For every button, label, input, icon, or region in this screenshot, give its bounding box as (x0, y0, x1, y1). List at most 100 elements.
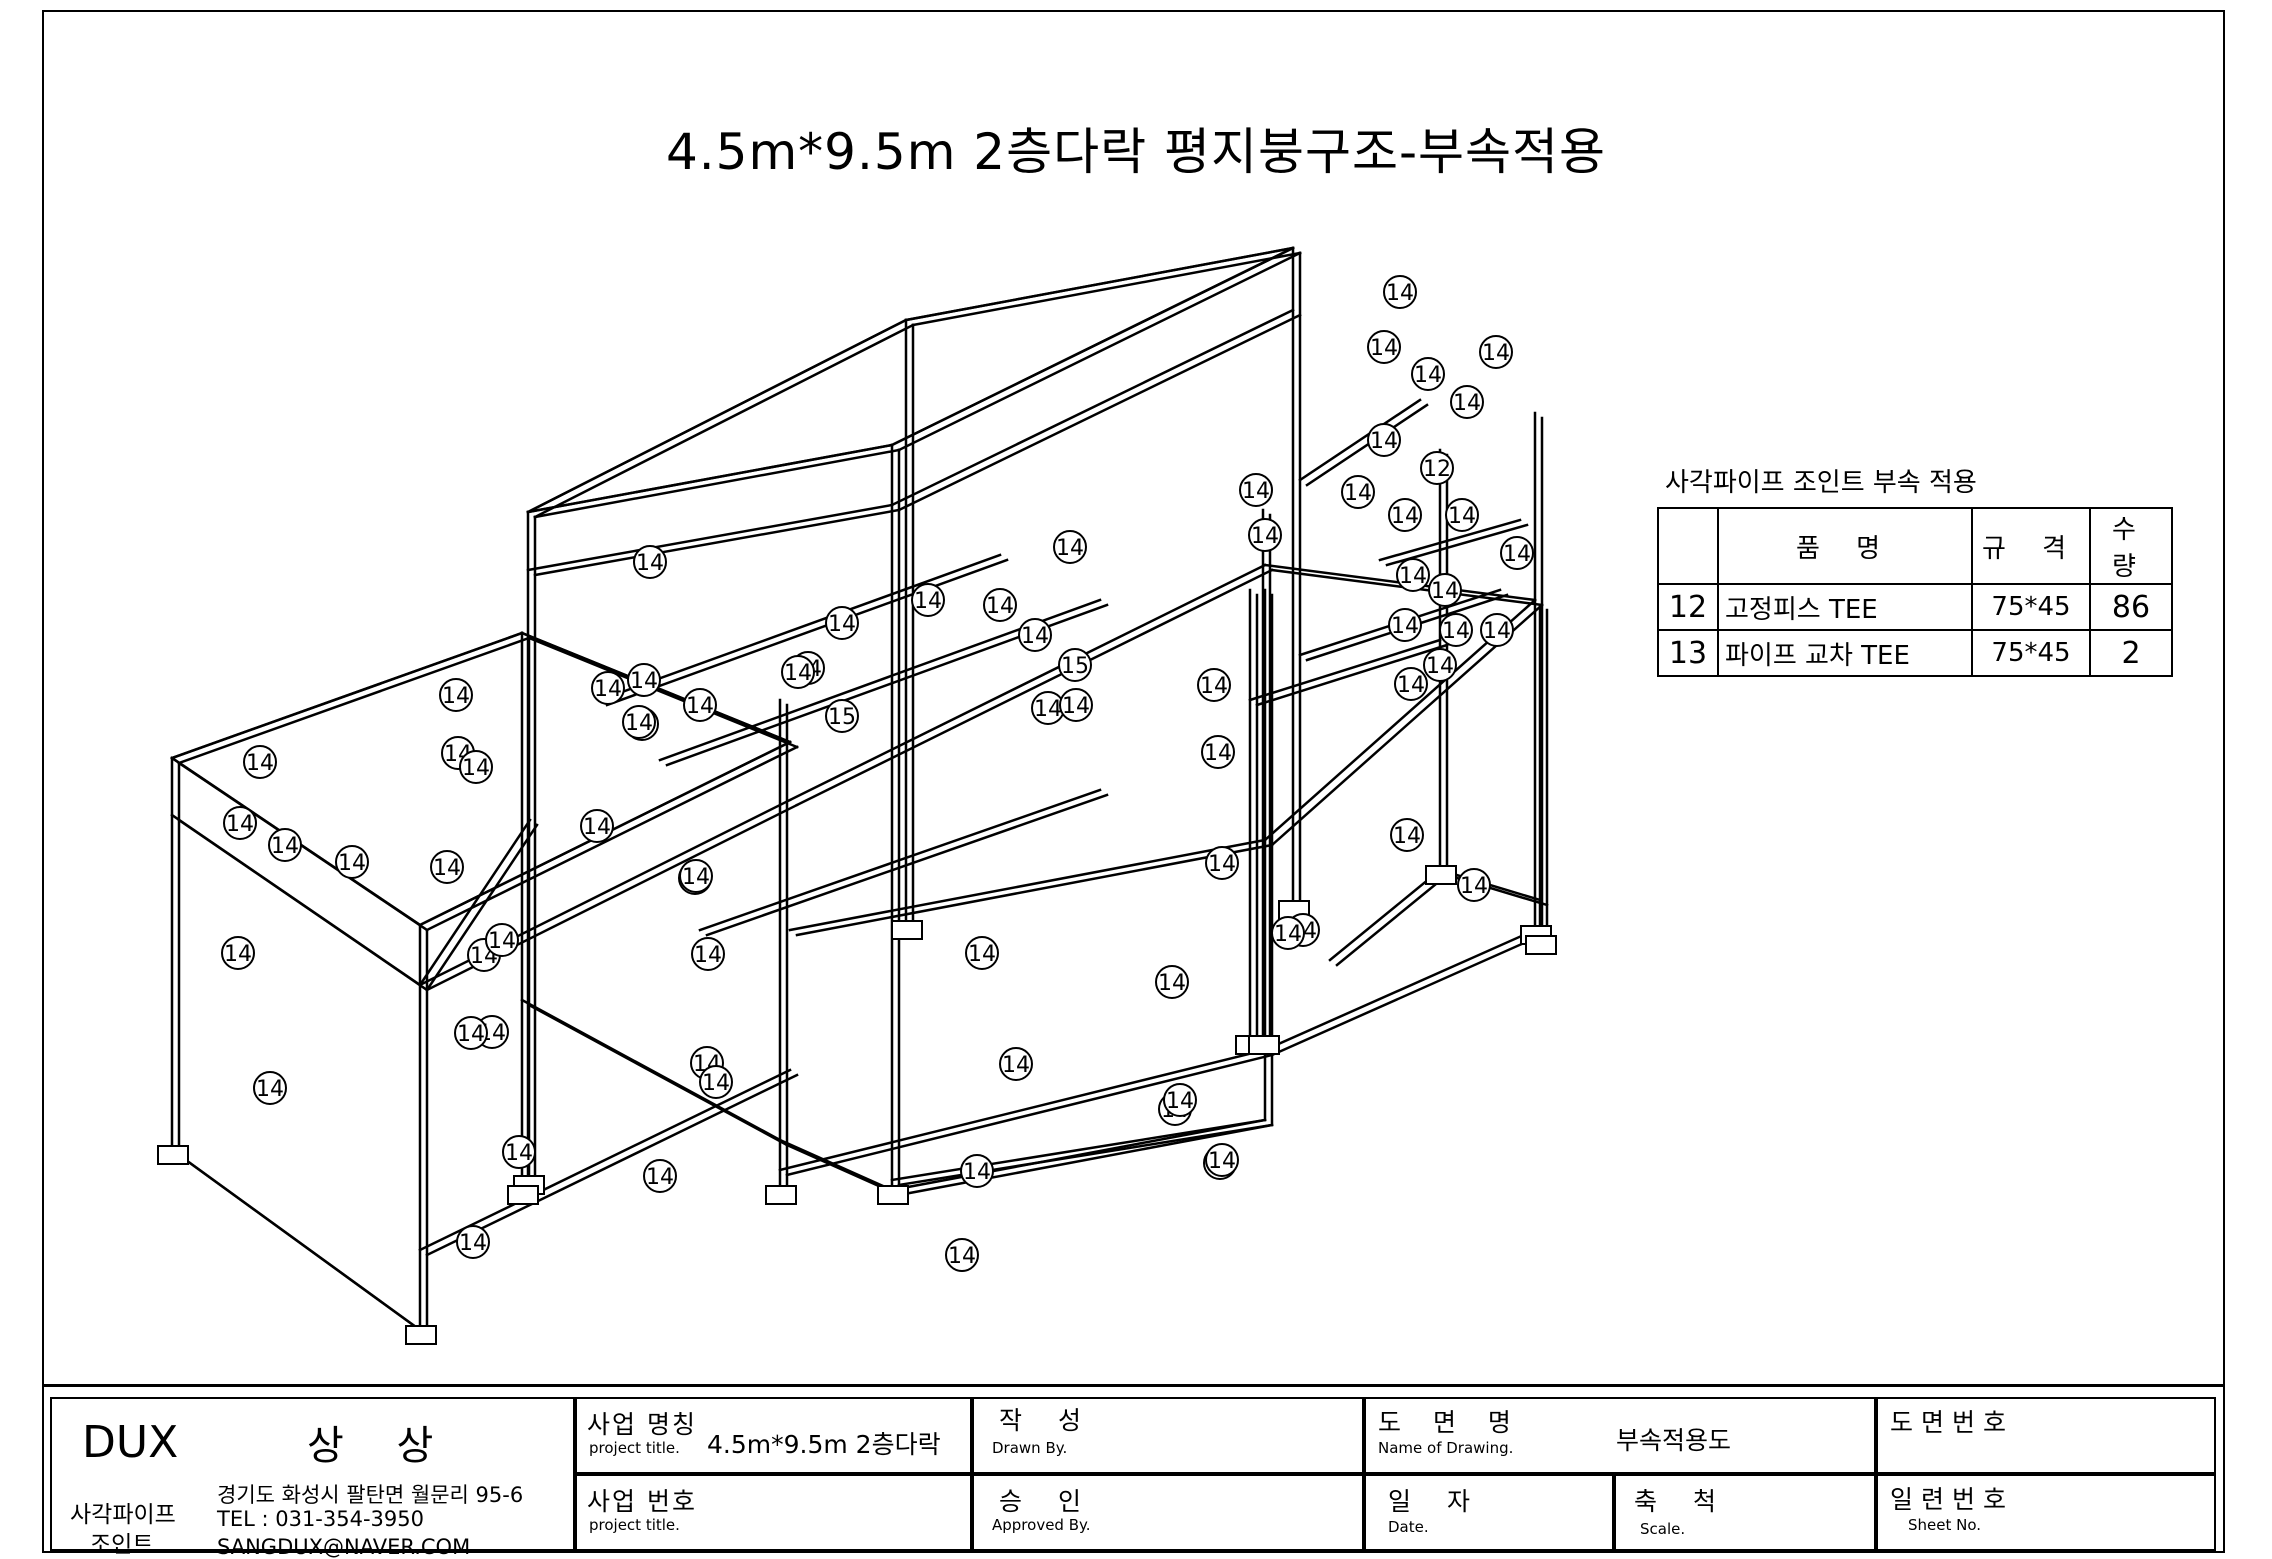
brace-beam (177, 1153, 429, 1337)
callout-main: 14 (221, 936, 255, 970)
callout-main: 14 (1239, 473, 1273, 507)
svg-text:14: 14 (1397, 673, 1425, 698)
upper-base-beam (904, 246, 1295, 322)
callout-main: 14 (633, 545, 667, 579)
svg-text:14: 14 (1442, 619, 1470, 644)
svg-text:15: 15 (1061, 654, 1089, 679)
brace-beam (1248, 638, 1442, 702)
base-plate (891, 920, 923, 940)
row-size: 75*45 (1971, 583, 2091, 631)
svg-text:14: 14 (505, 1141, 533, 1166)
brace-beam (890, 1118, 1267, 1192)
drawing-name-sub: Name of Drawing. (1378, 1439, 1514, 1457)
company-tel: TEL : 031-354-3950 (217, 1507, 424, 1531)
callout-main: 14 (1341, 475, 1375, 509)
svg-text:14: 14 (948, 1244, 976, 1269)
svg-text:12: 12 (1423, 457, 1451, 482)
brace-beam (890, 1118, 1267, 1182)
svg-text:14: 14 (1208, 852, 1236, 877)
svg-text:14: 14 (694, 943, 722, 968)
header-qty: 수 량 (2089, 507, 2173, 585)
callout-main: 14 (1439, 613, 1473, 647)
svg-text:14: 14 (1426, 654, 1454, 679)
callout-main: 14 (223, 806, 257, 840)
table-row: 13 파이프 교차 TEE 75*45 2 (1657, 629, 2173, 677)
row-qty: 2 (2089, 629, 2173, 677)
project-no-cell: 사업 번호 project title. (575, 1474, 972, 1551)
company-name: 상 상 (307, 1423, 454, 1469)
brace-beam (778, 1138, 894, 1192)
base-plate (1525, 935, 1557, 955)
callout-main: 14 (1053, 530, 1087, 564)
svg-text:14: 14 (442, 684, 470, 709)
callout-main: 14 (825, 606, 859, 640)
row-name: 파이프 교차 TEE (1717, 629, 1973, 677)
svg-text:14: 14 (1453, 391, 1481, 416)
callout-main: 14 (999, 1047, 1033, 1081)
base-plate (507, 1185, 539, 1205)
svg-text:14: 14 (1056, 536, 1084, 561)
brace-beam (897, 313, 1302, 512)
brace-beam (425, 1073, 799, 1257)
sheet-no-sub: Sheet No. (1908, 1516, 1982, 1534)
base-plate (765, 1185, 797, 1205)
callout-main: 14 (456, 1225, 490, 1259)
row-no: 12 (1657, 583, 1719, 631)
left-base-beam (170, 631, 524, 760)
svg-text:14: 14 (1399, 564, 1427, 589)
callout-main: 14 (1480, 613, 1514, 647)
upper-base-beam (526, 443, 894, 514)
project-name-cell: 사업 명칭 project title. 4.5m*9.5m 2층다락 (575, 1397, 972, 1474)
sheet-no-label: 일련번호 (1890, 1485, 2015, 1514)
callout-main: 14 (1059, 688, 1093, 722)
callout-main: 14 (268, 828, 302, 862)
svg-text:14: 14 (1002, 1053, 1030, 1078)
svg-text:14: 14 (1242, 479, 1270, 504)
svg-text:14: 14 (462, 756, 490, 781)
drawn-sub: Drawn By. (992, 1439, 1068, 1457)
svg-text:14: 14 (1393, 824, 1421, 849)
company-logo: DUX (82, 1417, 179, 1468)
brace-beam (418, 1068, 792, 1252)
upper-top-beam (897, 251, 1302, 452)
svg-text:14: 14 (1208, 1149, 1236, 1174)
callout-alt2: 12 (1420, 451, 1454, 485)
company-desc: 사각파이프 (70, 1502, 176, 1528)
brace-beam (605, 558, 1009, 707)
brace-beam (1328, 868, 1442, 962)
parts-table-header: 품 명 규 격 수 량 (1657, 507, 2173, 585)
upper-base-beam (526, 318, 908, 514)
brace-beam (1305, 403, 1429, 487)
drawing-title: 4.5m*9.5m 2층다락 평지붕구조-부속적용 (665, 123, 1607, 181)
callout-main: 14 (965, 936, 999, 970)
drawing-frame (42, 10, 2225, 1553)
brace-beam (785, 1053, 1274, 1177)
title-block: DUX 상 상 사각파이프 조인트 경기도 화성시 팔탄면 월문리 95-6 T… (42, 1384, 2225, 1559)
svg-text:14: 14 (594, 677, 622, 702)
svg-text:14: 14 (963, 1160, 991, 1185)
drawing-name-value: 부속적용도 (1616, 1426, 1732, 1455)
callout-main: 14 (439, 678, 473, 712)
callout-main: 14 (683, 688, 717, 722)
svg-text:14: 14 (784, 661, 812, 686)
callout-main: 14 (1396, 558, 1430, 592)
brace-beam (897, 1123, 1274, 1197)
callout-main: 14 (1388, 608, 1422, 642)
svg-text:14: 14 (914, 589, 942, 614)
table-row: 12 고정피스 TEE 75*45 86 (1657, 583, 2173, 631)
callout-main: 14 (1205, 1143, 1239, 1177)
callout-main: 14 (243, 745, 277, 779)
callout-main: 14 (1018, 618, 1052, 652)
svg-text:15: 15 (828, 705, 856, 730)
callout-main: 14 (1457, 868, 1491, 902)
callout-main: 14 (253, 1071, 287, 1105)
svg-text:14: 14 (1391, 504, 1419, 529)
callout-main: 14 (580, 809, 614, 843)
callout-main: 14 (911, 583, 945, 617)
date-cell: 일 자 Date. (1364, 1474, 1614, 1551)
callout-main: 14 (1423, 648, 1457, 682)
svg-text:14: 14 (1166, 1089, 1194, 1114)
drawing-no-cell: 도면번호 (1876, 1397, 2216, 1474)
sheet-no-cell: 일련번호 Sheet No. (1876, 1474, 2216, 1551)
svg-text:14: 14 (986, 594, 1014, 619)
